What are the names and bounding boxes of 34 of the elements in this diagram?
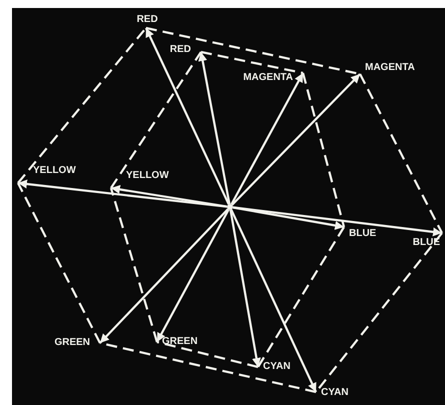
dashed-line <box>359 74 443 234</box>
arrow <box>229 210 261 368</box>
arrow <box>198 52 231 204</box>
color-label: MAGENTA <box>241 71 303 85</box>
dashed-line <box>110 188 158 342</box>
dashed-line <box>156 340 258 368</box>
arrow <box>145 28 230 205</box>
dashed-line <box>100 342 316 394</box>
color-label: CYAN <box>258 360 292 374</box>
arrow <box>231 73 361 206</box>
arrow <box>110 184 228 208</box>
arrow <box>99 208 229 344</box>
color-label: YELLOW <box>111 169 171 188</box>
arrow <box>230 72 304 205</box>
dashed-line <box>257 226 345 368</box>
color-label: BLUE <box>344 227 378 241</box>
dashed-line <box>302 72 346 228</box>
dashed-line <box>110 51 202 189</box>
color-label: RED <box>134 13 160 28</box>
color-label: MAGENTA <box>360 61 417 75</box>
dashed-line <box>17 182 101 344</box>
arrow <box>18 180 228 208</box>
arrow <box>232 206 344 230</box>
color-label: CYAN <box>316 386 350 400</box>
color-label: YELLOW <box>18 164 78 183</box>
color-label: GREEN <box>52 336 100 350</box>
color-label: BLUE <box>410 233 442 250</box>
arrow <box>156 209 230 343</box>
arrow <box>232 206 442 236</box>
color-label: RED <box>168 43 201 57</box>
color-label: GREEN <box>157 335 200 349</box>
dashed-line <box>200 50 304 74</box>
dashed-line <box>17 27 147 184</box>
arrow <box>230 209 317 392</box>
